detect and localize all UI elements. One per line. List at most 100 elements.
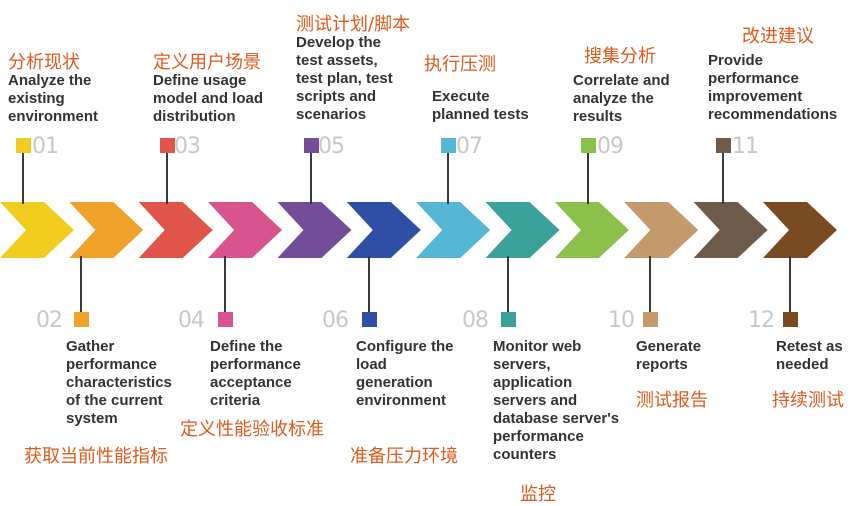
step-label-cn-02: 获取当前性能指标 bbox=[24, 446, 168, 467]
description-line: scenarios bbox=[296, 106, 367, 123]
arrow-step-08 bbox=[485, 202, 560, 258]
step-label-cn-03: 定义用户场景 bbox=[153, 52, 261, 73]
description-line: test plan, test bbox=[296, 70, 393, 87]
marker-square-02 bbox=[74, 312, 89, 327]
description-line: Develop the bbox=[296, 34, 382, 51]
step-number-04: 04 bbox=[178, 308, 205, 333]
description-line: Define the bbox=[210, 338, 283, 355]
step-number-08: 08 bbox=[462, 308, 489, 333]
description-line: Retest as bbox=[776, 338, 843, 355]
stem-05 bbox=[310, 152, 312, 204]
description-line: Configure the bbox=[356, 338, 454, 355]
step-label-cn-10: 测试报告 bbox=[636, 390, 708, 411]
description-line: needed bbox=[776, 356, 829, 373]
stem-09 bbox=[587, 152, 589, 204]
description-line: acceptance bbox=[210, 374, 292, 391]
description-line: characteristics bbox=[66, 374, 172, 391]
marker-square-04 bbox=[218, 312, 233, 327]
description-line: performance bbox=[66, 356, 157, 373]
arrow-step-11 bbox=[693, 202, 768, 258]
description-line: database server's bbox=[493, 410, 620, 427]
description-line: system bbox=[66, 410, 118, 427]
description-line: Execute bbox=[432, 88, 490, 105]
description-line: analyze the bbox=[573, 90, 654, 107]
step-number-02: 02 bbox=[36, 308, 63, 333]
arrow-step-12 bbox=[763, 202, 837, 258]
marker-square-11 bbox=[716, 138, 731, 153]
description-line: distribution bbox=[153, 108, 236, 125]
marker-square-03 bbox=[160, 138, 175, 153]
description-line: servers, bbox=[493, 356, 551, 373]
step-label-cn-04: 定义性能验收标准 bbox=[180, 419, 324, 440]
description-line: recommendations bbox=[708, 106, 838, 123]
step-label-cn-06: 准备压力环境 bbox=[350, 446, 458, 467]
description-line: reports bbox=[636, 356, 688, 373]
description-line: environment bbox=[356, 392, 447, 409]
description-line: criteria bbox=[210, 392, 261, 409]
description-line: Monitor web bbox=[493, 338, 582, 355]
arrow-step-06 bbox=[346, 202, 421, 258]
arrow-step-10 bbox=[624, 202, 699, 258]
description-line: scripts and bbox=[296, 88, 377, 105]
description-line: load bbox=[356, 356, 387, 373]
step-label-cn-09: 搜集分析 bbox=[584, 46, 656, 67]
step-number-07: 07 bbox=[456, 134, 483, 159]
arrow-step-03 bbox=[138, 202, 213, 258]
marker-square-01 bbox=[16, 138, 31, 153]
step-number-09: 09 bbox=[597, 134, 624, 159]
step-label-cn-01: 分析现状 bbox=[8, 52, 80, 73]
stem-04 bbox=[224, 256, 226, 312]
arrow-step-09 bbox=[554, 202, 629, 258]
arrow-step-01 bbox=[0, 202, 74, 258]
description-line: of the current bbox=[66, 392, 163, 409]
marker-square-08 bbox=[501, 312, 516, 327]
arrow-step-04 bbox=[208, 202, 283, 258]
step-number-11: 11 bbox=[732, 134, 759, 159]
step-number-01: 01 bbox=[32, 134, 59, 159]
description-line: counters bbox=[493, 446, 557, 463]
description-line: Define usage bbox=[153, 72, 247, 89]
step-number-05: 05 bbox=[318, 134, 345, 159]
description-line: Gather bbox=[66, 338, 115, 355]
arrow-step-05 bbox=[277, 202, 352, 258]
step-label-cn-12: 持续测试 bbox=[772, 390, 844, 411]
step-number-12: 12 bbox=[748, 308, 775, 333]
step-label-cn-08: 监控 bbox=[520, 484, 556, 505]
description-line: improvement bbox=[708, 88, 803, 105]
stem-03 bbox=[166, 152, 168, 204]
marker-square-10 bbox=[643, 312, 658, 327]
step-label-cn-11: 改进建议 bbox=[742, 26, 814, 47]
stem-08 bbox=[507, 256, 509, 312]
description-line: results bbox=[573, 108, 623, 125]
step-label-cn-05: 测试计划/脚本 bbox=[296, 14, 411, 35]
description-line: application bbox=[493, 374, 573, 391]
description-line: environment bbox=[8, 108, 99, 125]
marker-square-12 bbox=[783, 312, 798, 327]
stem-11 bbox=[722, 152, 724, 204]
description-line: performance bbox=[493, 428, 584, 445]
step-label-cn-07: 执行压测 bbox=[424, 54, 496, 75]
description-line: generation bbox=[356, 374, 433, 391]
description-line: Correlate and bbox=[573, 72, 670, 89]
description-line: performance bbox=[708, 70, 799, 87]
step-number-10: 10 bbox=[608, 308, 635, 333]
description-line: model and load bbox=[153, 90, 264, 107]
stem-02 bbox=[80, 256, 82, 312]
description-line: Analyze the bbox=[8, 72, 92, 89]
description-line: existing bbox=[8, 90, 65, 107]
arrow-step-07 bbox=[416, 202, 491, 258]
marker-square-07 bbox=[441, 138, 456, 153]
description-line: planned tests bbox=[432, 106, 529, 123]
